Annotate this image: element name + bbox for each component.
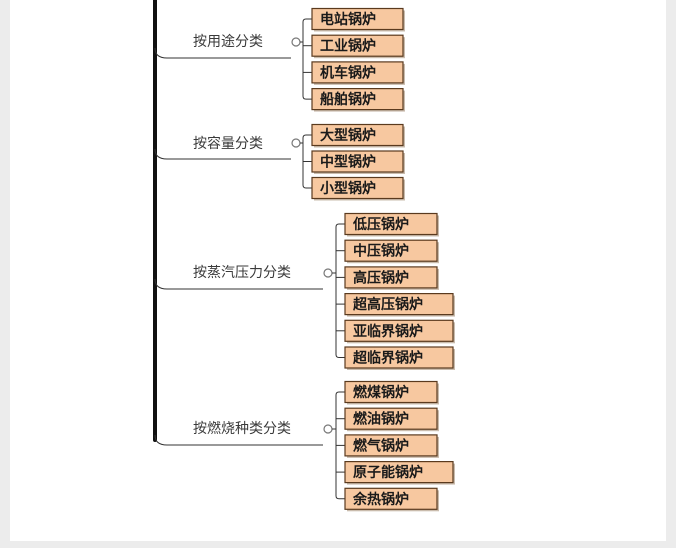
branch-label: 按容量分类 [193, 135, 263, 152]
leaf-label: 燃油锅炉 [353, 411, 409, 428]
leaf-node [344, 346, 454, 369]
leaf-node [344, 434, 438, 457]
leaf-label: 中型锅炉 [320, 154, 376, 171]
mindmap-canvas: 按用途分类 电站锅炉工业锅炉机车锅炉船舶锅炉按容量分类 大型锅炉中型锅炉小型锅炉按蒸… [10, 0, 666, 541]
leaf-node [311, 34, 404, 57]
leaf-label: 亚临界锅炉 [353, 323, 423, 340]
leaf-label: 机车锅炉 [320, 64, 376, 81]
bracket-line [335, 223, 345, 358]
leaf-label: 小型锅炉 [320, 180, 376, 197]
leaf-node [311, 123, 404, 147]
leaf-label: 中压锅炉 [353, 243, 409, 260]
leaf-node [344, 266, 438, 289]
leaf-node [311, 61, 404, 84]
leaf-label: 燃气锅炉 [353, 437, 409, 454]
leaf-node [311, 7, 404, 31]
leaf-label: 燃煤锅炉 [353, 384, 409, 401]
branch-connector [154, 278, 323, 290]
branch-connector [154, 148, 291, 160]
leaf-node [311, 176, 404, 200]
leaf-label: 超临界锅炉 [352, 350, 423, 367]
collapse-toggle-icon[interactable] [291, 138, 301, 148]
collapse-toggle-icon[interactable] [323, 424, 333, 434]
leaf-node [311, 150, 404, 173]
leaf-node [311, 87, 404, 111]
leaf-label: 原子能锅炉 [353, 464, 423, 481]
leaf-node [344, 319, 454, 342]
leaf-label: 余热锅炉 [352, 491, 409, 508]
leaf-label: 大型锅炉 [320, 127, 376, 144]
leaf-label: 船舶锅炉 [320, 91, 376, 108]
leaf-label: 超高压锅炉 [352, 296, 423, 313]
branch-connector [154, 47, 291, 59]
leaf-node [344, 407, 438, 430]
leaf-node [344, 461, 454, 484]
leaf-node [344, 487, 438, 510]
leaf-label: 电站锅炉 [320, 11, 376, 28]
collapse-toggle-icon[interactable] [291, 37, 301, 47]
leaf-label: 工业锅炉 [320, 38, 376, 55]
leaf-node [344, 212, 438, 236]
leaf-node [344, 293, 454, 316]
branch-label: 按用途分类 [193, 33, 263, 50]
collapse-toggle-icon[interactable] [323, 268, 333, 278]
leaf-label: 高压锅炉 [353, 269, 409, 286]
bracket-line [302, 18, 312, 100]
leaf-node [344, 239, 438, 262]
leaf-label: 低压锅炉 [352, 216, 409, 233]
leaf-node [344, 380, 438, 404]
branch-label: 按燃烧种类分类 [193, 420, 291, 437]
branch-label: 按蒸汽压力分类 [193, 265, 291, 281]
branch-connector [154, 434, 323, 446]
